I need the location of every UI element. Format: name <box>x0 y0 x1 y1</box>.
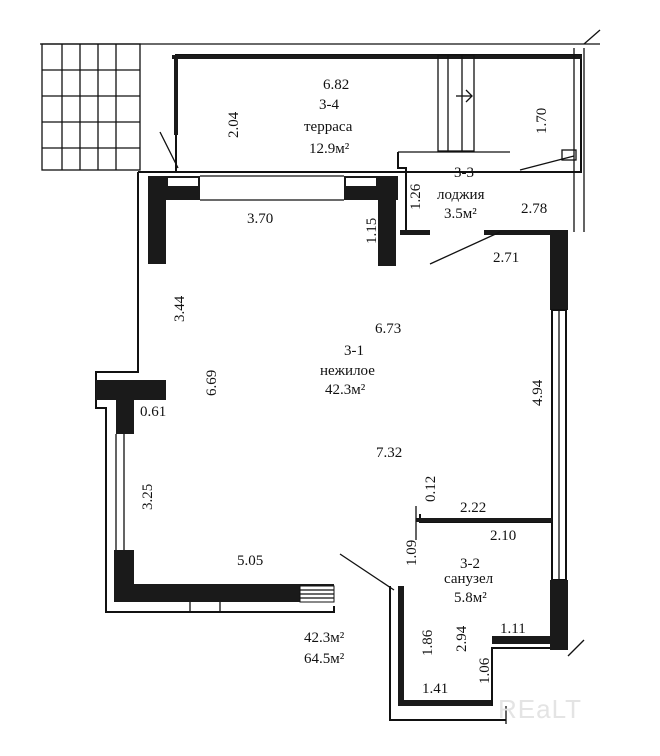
loggia-area: 3.5м² <box>444 206 477 222</box>
dim-terrace-top: 6.82 <box>323 77 349 93</box>
loggia-number: 3-3 <box>454 165 474 181</box>
living-area-total: 42.3м² <box>304 630 345 646</box>
stairs <box>40 29 601 171</box>
dim-bath-inner: 2.94 <box>454 625 470 652</box>
loggia-name: лоджия <box>437 187 485 203</box>
dim-bath-notch: 0.12 <box>423 476 439 502</box>
dim-bath-left-lower: 1.86 <box>420 629 436 656</box>
terrace-name: терраса <box>304 119 353 135</box>
dim-left-lower: 3.25 <box>140 484 156 510</box>
total-area: 64.5м² <box>304 651 345 667</box>
dim-top-niche: 1.15 <box>364 218 380 244</box>
terrace-area: 12.9м² <box>309 141 350 157</box>
area-totals: 42.3м² 64.5м² <box>304 630 345 667</box>
dimension-labels: 6.82 2.04 1.70 1.26 2.78 2.71 3.70 1.15 … <box>140 77 550 697</box>
dim-left-upper: 3.44 <box>172 295 188 322</box>
loggia-outline <box>397 149 577 265</box>
dim-loggia-left: 1.26 <box>408 183 424 210</box>
main-area: 42.3м² <box>325 382 366 398</box>
room-labels: 3-4 терраса 12.9м² 3-3 лоджия 3.5м² 3-1 … <box>304 97 494 606</box>
dim-left-mid: 6.69 <box>204 370 220 396</box>
dim-bath-top: 2.22 <box>460 500 486 516</box>
dim-bath-step-top: 1.11 <box>500 621 526 637</box>
terrace-outline <box>159 48 585 232</box>
dim-loggia-right: 2.78 <box>521 201 547 217</box>
right-wall <box>550 230 585 657</box>
dim-main-height: 7.32 <box>376 445 402 461</box>
dim-main-width: 6.73 <box>375 321 401 337</box>
dim-bath-left-upper: 1.09 <box>404 540 420 566</box>
dim-bath-step-side: 1.06 <box>477 657 493 684</box>
dim-bath-bottom: 1.41 <box>422 681 448 697</box>
bathroom-name: санузел <box>444 571 494 587</box>
dim-top-wall: 3.70 <box>247 211 273 227</box>
terrace-number: 3-4 <box>319 97 339 113</box>
dim-bottom-wall: 5.05 <box>237 553 263 569</box>
dim-loggia-bottom: 2.71 <box>493 250 519 266</box>
dim-right-wall: 4.94 <box>530 379 546 406</box>
bathroom-walls <box>389 506 552 724</box>
main-name: нежилое <box>320 363 375 379</box>
dim-left-step: 0.61 <box>140 404 166 420</box>
main-room-walls <box>95 171 398 613</box>
watermark-logo: REaLT <box>498 694 582 724</box>
dim-terrace-left: 2.04 <box>226 111 242 138</box>
bathroom-area: 5.8м² <box>454 590 487 606</box>
main-number: 3-1 <box>344 343 364 359</box>
dim-terrace-right: 1.70 <box>534 108 550 134</box>
bathroom-number: 3-2 <box>460 556 480 572</box>
dim-bath-mid: 2.10 <box>490 528 516 544</box>
